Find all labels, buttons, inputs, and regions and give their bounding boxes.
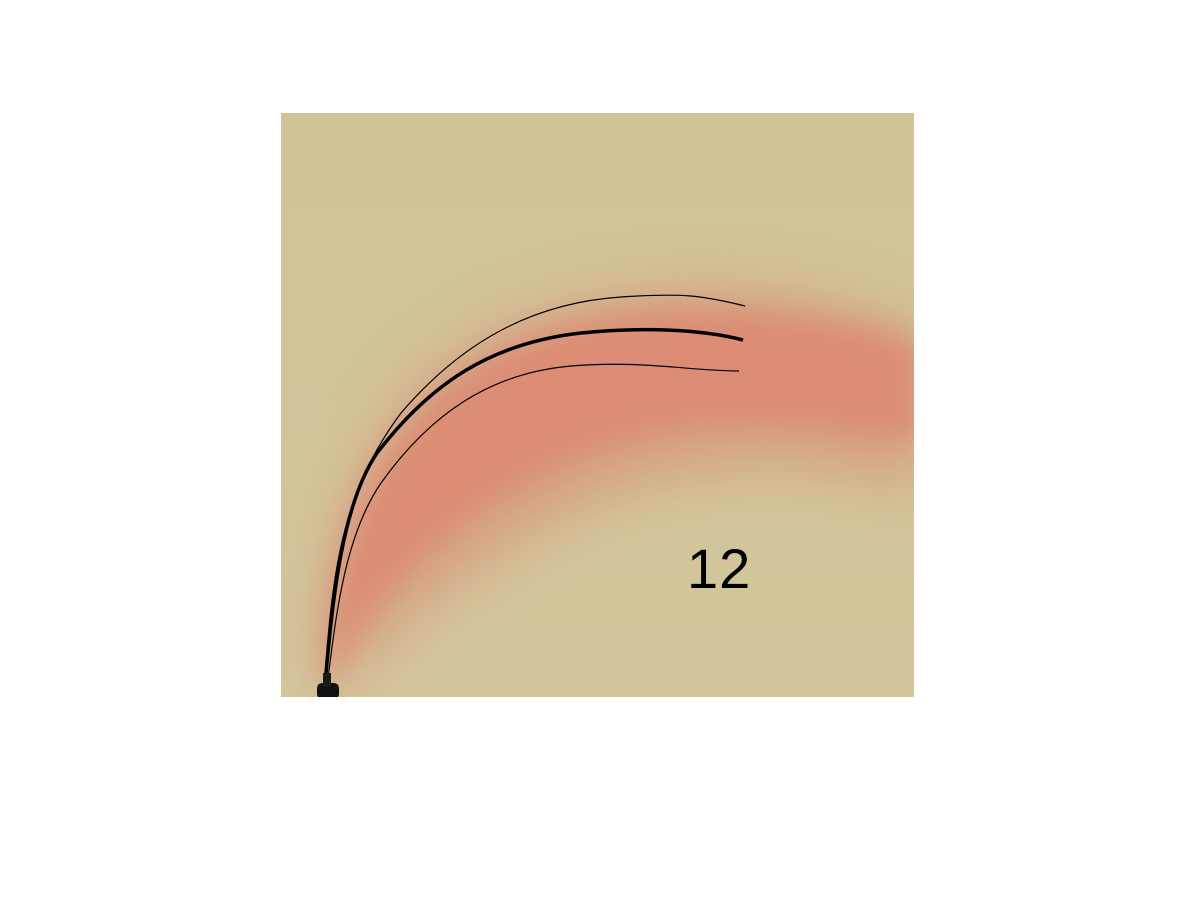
plume-core xyxy=(325,311,914,685)
plume-illustration xyxy=(281,113,914,697)
lower-envelope-curve xyxy=(326,363,740,688)
image-panel: 12 xyxy=(281,113,914,697)
frame-number: 12 xyxy=(687,537,752,600)
centerline-curve xyxy=(323,327,744,686)
nozzle-icon xyxy=(317,673,339,697)
